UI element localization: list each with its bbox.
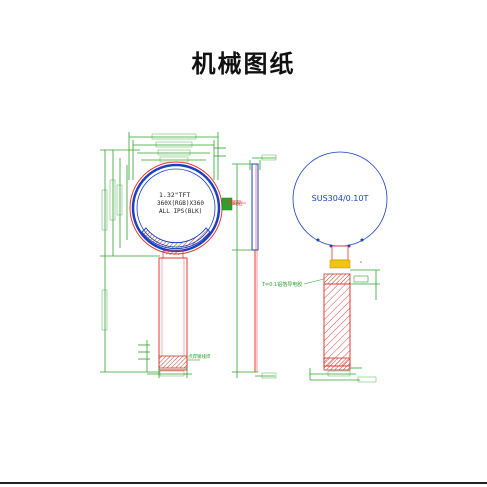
back-material: SUS304/0.10T bbox=[312, 194, 369, 203]
tab-callout: 背面贴 bbox=[226, 199, 243, 207]
panel-line-2: 360X(RGB)X360 bbox=[157, 200, 204, 207]
bezel-bottom-hatch bbox=[141, 227, 211, 250]
fpc-tail bbox=[158, 257, 188, 371]
front-top-dimensions bbox=[128, 132, 226, 180]
fpc-contact-pads bbox=[158, 355, 188, 369]
front-view: 背面贴 1.32"TFT 360X(RGB)X360 ALL IPS(BLK) … bbox=[100, 132, 246, 378]
bottom-callout: 点焊锡线焊 bbox=[188, 353, 211, 360]
panel-line-3: ALL IPS(BLK) bbox=[159, 208, 202, 215]
page-title: 机械图纸 bbox=[191, 50, 296, 78]
front-left-dimensions bbox=[100, 149, 160, 373]
back-callout: T=0.1铝箔导电胶 bbox=[261, 281, 302, 288]
bottom-rule bbox=[0, 482, 487, 484]
side-view bbox=[232, 154, 277, 379]
back-conductive-strip bbox=[323, 273, 351, 285]
side-panel bbox=[251, 163, 259, 251]
back-view: SUS304/0.10T T=0.1铝箔导电胶 bbox=[261, 151, 388, 383]
back-fpc-tail bbox=[323, 283, 351, 367]
adhesive-tab bbox=[221, 197, 233, 211]
panel-line-1: 1.32"TFT bbox=[159, 191, 190, 199]
